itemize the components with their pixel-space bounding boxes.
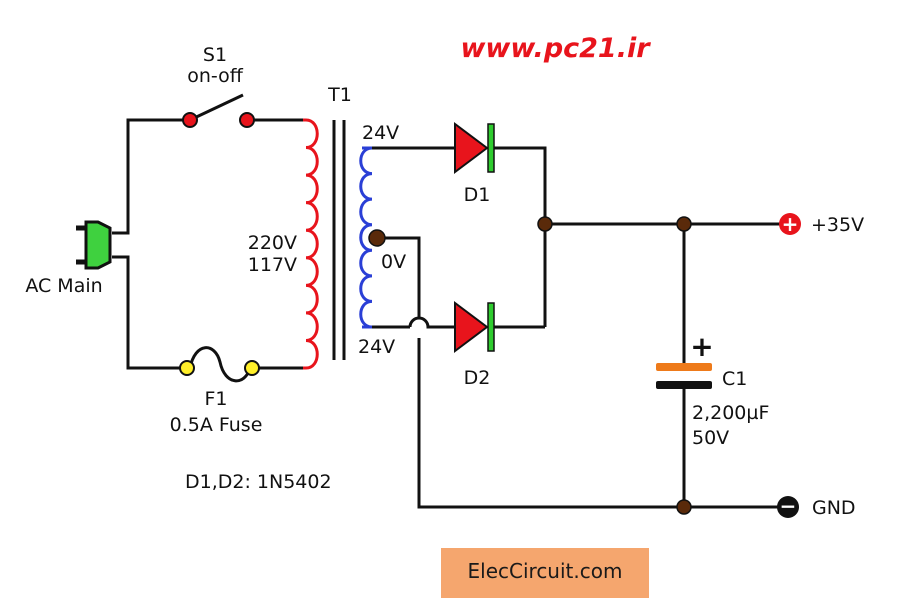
switch-s1	[182, 93, 255, 128]
fuse-f1	[179, 346, 260, 383]
capacitor-value-label: 2,200µF	[692, 402, 769, 424]
center-tap-label: 0V	[381, 251, 406, 273]
primary-coil	[303, 118, 319, 370]
switch-desc-label: on-off	[187, 65, 243, 87]
capacitor-c1	[656, 363, 712, 389]
fuse-terminal	[179, 360, 195, 376]
wire-diode-bus	[493, 146, 547, 327]
diode-d2-label: D2	[464, 367, 491, 389]
brand-badge: ElecCircuit.com	[441, 548, 649, 598]
plus-symbol: +	[782, 212, 799, 236]
diode-part-note: D1,D2: 1N5402	[185, 471, 332, 493]
diode-d2	[454, 301, 495, 353]
switch-terminal	[182, 112, 198, 128]
secondary-voltage-label: 24V	[358, 336, 395, 358]
output-ground-label: GND	[812, 497, 856, 519]
wire-ground-rail	[417, 338, 790, 509]
secondary-coil	[359, 146, 373, 329]
output-positive-terminal: +	[779, 212, 801, 236]
diode-d1	[454, 122, 495, 174]
watermark-url: www.pc21.ir	[460, 33, 651, 64]
diode-d1-label: D1	[464, 184, 491, 206]
fuse-element	[188, 346, 252, 383]
capacitor-plate-positive	[656, 363, 712, 371]
junction-dot	[537, 216, 553, 232]
wire-plug-bottom	[112, 255, 187, 370]
capacitor-voltage-label: 50V	[692, 427, 729, 449]
primary-voltage-label: 117V	[248, 254, 297, 276]
diode-cathode-band	[487, 123, 495, 173]
capacitor-plate-negative	[656, 381, 712, 389]
wire-plug-top	[112, 118, 190, 235]
fuse-desc-label: 0.5A Fuse	[170, 414, 263, 436]
switch-terminal	[239, 112, 255, 128]
minus-symbol: −	[780, 494, 797, 518]
junction-dot	[676, 499, 692, 515]
junction-dot	[676, 216, 692, 232]
output-positive-label: +35V	[811, 214, 864, 236]
center-tap-dot	[368, 229, 386, 247]
primary-voltage-label: 220V	[248, 232, 297, 254]
diode-cathode-band	[487, 302, 495, 352]
transformer-t1	[303, 118, 373, 370]
diode-triangle	[454, 122, 489, 174]
fuse-terminal	[244, 360, 260, 376]
switch-ref-label: S1	[203, 44, 227, 66]
wire-crossover-hop	[408, 316, 455, 329]
wires	[112, 118, 790, 509]
ac-plug-icon	[76, 220, 112, 270]
junctions	[368, 216, 692, 515]
minus-icon	[777, 496, 799, 518]
capacitor-polarity-mark: +	[690, 330, 713, 363]
capacitor-ref-label: C1	[722, 368, 747, 390]
diode-triangle	[454, 301, 489, 353]
switch-lever	[189, 93, 244, 122]
transformer-ref-label: T1	[327, 84, 352, 106]
output-ground-terminal: −	[777, 494, 799, 518]
wire-center-tap	[377, 236, 421, 318]
secondary-voltage-label: 24V	[362, 122, 399, 144]
plus-icon	[779, 213, 801, 235]
fuse-ref-label: F1	[204, 388, 227, 410]
plug-prongs	[76, 225, 86, 265]
plug-body	[84, 220, 112, 270]
plug-label: AC Main	[25, 275, 102, 297]
